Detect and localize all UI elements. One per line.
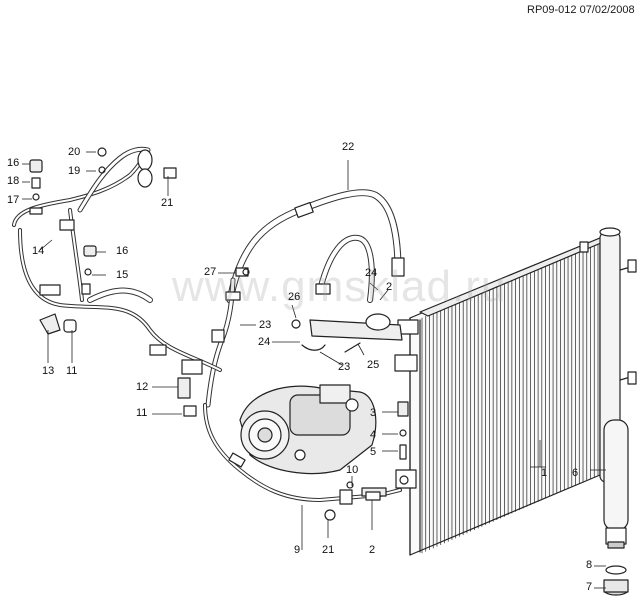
callout-14: 14 — [32, 245, 45, 257]
bottom-fittings — [324, 481, 381, 521]
condenser-core — [409, 237, 609, 556]
callout-16: 16 — [116, 245, 129, 257]
callout-19: 19 — [68, 165, 81, 177]
left-hose-assembly — [12, 148, 222, 375]
compressor — [239, 384, 377, 475]
callout-2: 2 — [386, 281, 393, 293]
callout-6: 6 — [572, 467, 579, 479]
callout-4: 4 — [370, 429, 377, 441]
callout-5: 5 — [370, 446, 377, 458]
callout-16: 16 — [7, 157, 20, 169]
manifold-block — [301, 313, 403, 353]
callout-18: 18 — [7, 175, 20, 187]
callout-21: 21 — [161, 197, 174, 209]
callout-1: 1 — [541, 467, 548, 479]
callout-20: 20 — [68, 146, 81, 158]
callout-11: 11 — [66, 365, 78, 377]
callout-12: 12 — [136, 381, 149, 393]
callout-25: 25 — [367, 359, 380, 371]
hose-inner-loop — [315, 234, 375, 303]
receiver-dryer — [603, 419, 629, 596]
watermark-text: www.gmsklad.ru — [172, 262, 507, 311]
callout-9: 9 — [294, 544, 301, 556]
callout-8: 8 — [586, 559, 593, 571]
hose-23 — [205, 277, 241, 408]
callout-17: 17 — [7, 194, 20, 206]
callout-11: 11 — [136, 407, 148, 419]
callout-22: 22 — [342, 141, 355, 153]
fitting-27 — [235, 267, 301, 329]
upper-hose — [77, 146, 177, 213]
leader-lines — [22, 151, 606, 589]
condenser-left-brackets — [394, 319, 419, 489]
callout-27: 27 — [204, 266, 217, 278]
sensor-parts — [397, 401, 409, 460]
callout-23: 23 — [259, 319, 272, 331]
callout-24: 24 — [258, 336, 271, 348]
callout-23: 23 — [338, 361, 351, 373]
drawing-reference: RP09-012 07/02/2008 — [527, 4, 635, 16]
callout-15: 15 — [116, 269, 129, 281]
callout-24: 24 — [365, 267, 378, 279]
callout-2: 2 — [369, 544, 376, 556]
callout-10: 10 — [346, 464, 359, 476]
callout-3: 3 — [370, 407, 377, 419]
callout-13: 13 — [42, 365, 55, 377]
callout-21: 21 — [322, 544, 335, 556]
callout-7: 7 — [586, 581, 593, 593]
left-small-fittings — [29, 147, 197, 417]
hose-22 — [226, 189, 405, 304]
callout-26: 26 — [288, 291, 301, 303]
